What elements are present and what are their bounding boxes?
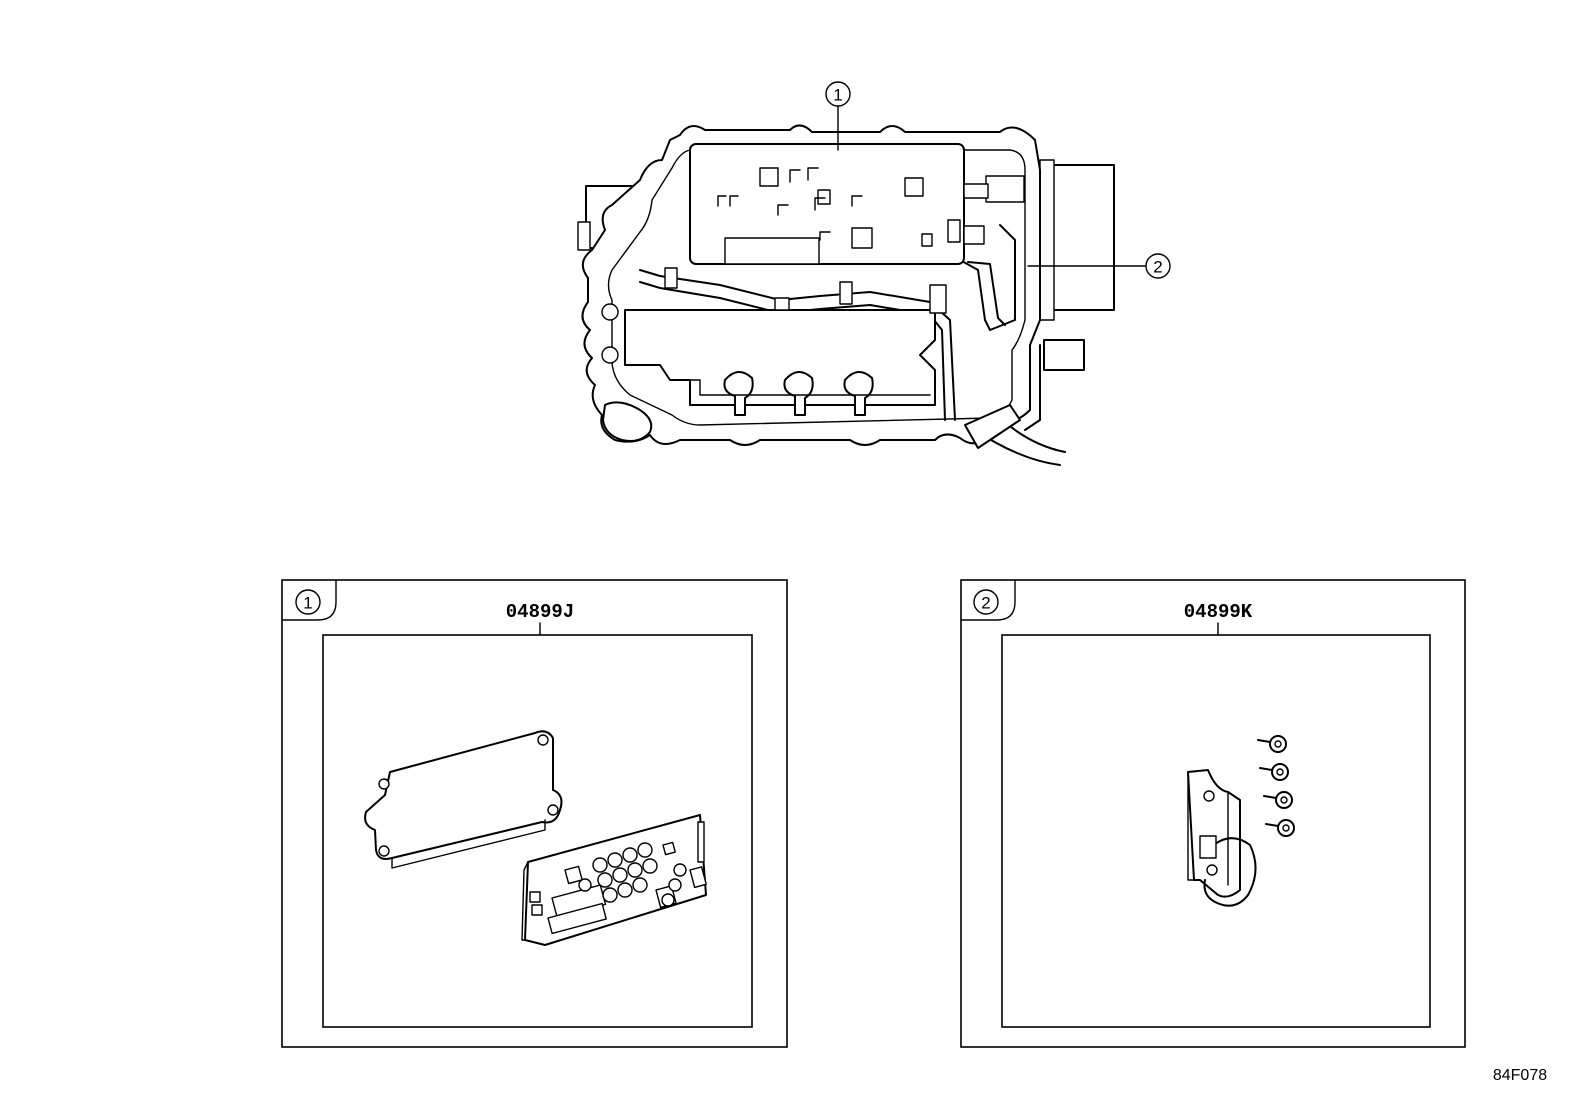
panel-1: 1 04899J — [281, 579, 788, 1048]
panel-1-part-number: 04899J — [506, 601, 574, 623]
bolts — [1257, 735, 1295, 837]
board-chips — [717, 167, 961, 249]
bolt-2 — [1259, 763, 1289, 781]
cover-plate — [364, 730, 563, 869]
panel-1-badge: 1 — [303, 594, 312, 613]
circuit-board — [521, 814, 707, 946]
callout-2: 2 — [1027, 253, 1171, 279]
figure-code: 84F078 — [1493, 1067, 1547, 1084]
panel-2: 2 04899K — [960, 579, 1466, 1048]
callout-1: 1 — [825, 81, 851, 151]
panel-2-badge: 2 — [981, 594, 990, 613]
panel-2-part-number: 04899K — [1184, 601, 1253, 623]
callout-1-label: 1 — [833, 86, 842, 105]
bolt-3 — [1263, 791, 1293, 809]
sensor-bracket — [1187, 769, 1257, 907]
bolt-1 — [1257, 735, 1287, 753]
callout-2-label: 2 — [1153, 258, 1162, 277]
bolt-4 — [1265, 819, 1295, 837]
inverter-assembly-drawing — [577, 124, 1115, 466]
